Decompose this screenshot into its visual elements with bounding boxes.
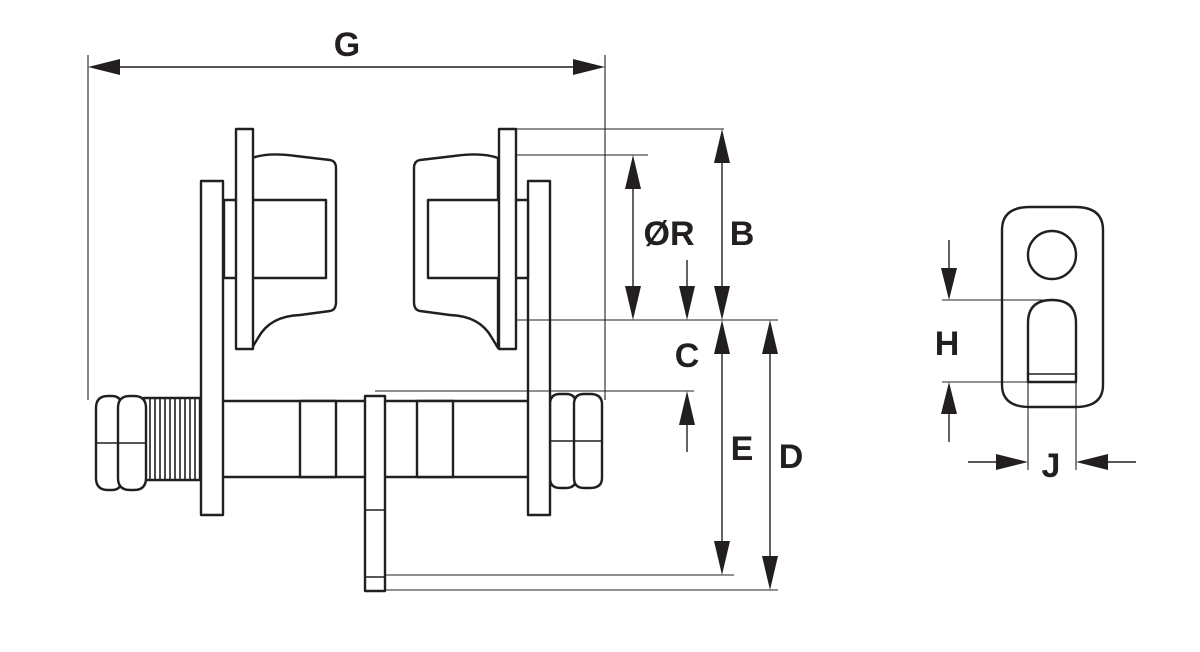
plate-side-view bbox=[941, 205, 1136, 470]
label-g: G bbox=[334, 26, 360, 64]
arrow-e-top bbox=[714, 320, 730, 354]
right-nut bbox=[548, 392, 604, 490]
arrow-c-bottom bbox=[679, 391, 695, 425]
right-wheel bbox=[412, 127, 530, 351]
arrow-r-top bbox=[625, 155, 641, 189]
right-side-plate bbox=[526, 179, 552, 517]
arrow-h-bottom bbox=[941, 382, 957, 414]
plate-slot bbox=[1026, 298, 1078, 384]
arrow-g-left bbox=[88, 59, 120, 75]
label-e: E bbox=[731, 430, 754, 468]
axle-band-left bbox=[298, 399, 338, 479]
label-j: J bbox=[1042, 447, 1061, 485]
left-side-plate bbox=[199, 179, 225, 517]
arrow-b-top bbox=[714, 129, 730, 163]
arrow-j-left bbox=[996, 454, 1028, 470]
axle-band-right bbox=[415, 399, 455, 479]
trolley-front-view bbox=[94, 127, 604, 593]
dimension-lines bbox=[87, 55, 778, 591]
left-nut bbox=[94, 394, 148, 492]
thread-section bbox=[142, 396, 202, 482]
arrow-h-top bbox=[941, 268, 957, 300]
arrow-r-bottom bbox=[625, 286, 641, 320]
label-r: ØR bbox=[644, 215, 695, 253]
label-d: D bbox=[779, 438, 804, 476]
label-h: H bbox=[935, 325, 960, 363]
arrow-e-bottom bbox=[714, 541, 730, 575]
arrow-d-top bbox=[762, 320, 778, 354]
arrow-d-bottom bbox=[762, 556, 778, 590]
left-wheel bbox=[222, 127, 338, 351]
arrow-j-right bbox=[1076, 454, 1108, 470]
arrow-g-right bbox=[573, 59, 605, 75]
plate-hole bbox=[1026, 229, 1078, 281]
suspension-plate bbox=[363, 394, 387, 593]
label-b: B bbox=[730, 215, 755, 253]
label-c: C bbox=[675, 337, 700, 375]
arrow-c-top bbox=[679, 286, 695, 320]
arrow-b-bottom bbox=[714, 286, 730, 320]
